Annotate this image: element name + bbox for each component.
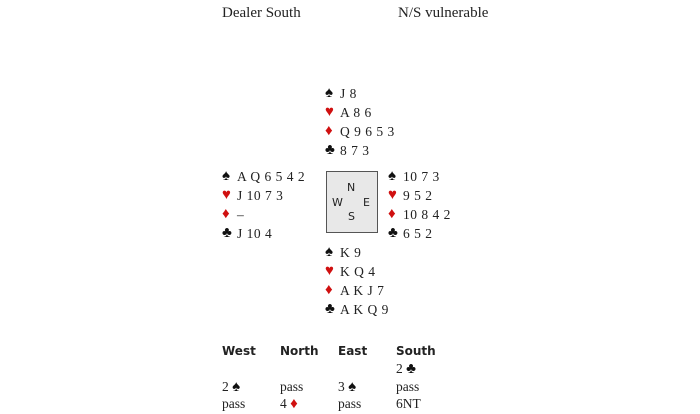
compass-north: N (347, 181, 356, 194)
cards: A K J 7 (340, 283, 385, 298)
cards: A K Q 9 (340, 302, 389, 317)
heart-icon: ♥ (325, 263, 334, 279)
east-hearts-holding: ♥ 9 5 2 (388, 186, 451, 205)
north-hearts-holding: ♥ A 8 6 (325, 103, 395, 122)
south-hand: ♠ K 9 ♥ K Q 4 ♦ A K J 7 ♣ A K Q 9 (325, 243, 389, 319)
heart-icon: ♥ (325, 104, 334, 120)
south-hearts-holding: ♥ K Q 4 (325, 262, 389, 281)
bid (280, 360, 338, 378)
bid-text: pass (396, 378, 420, 394)
auction-header-row: West North East South (222, 342, 454, 360)
bid-text: 2 (396, 361, 407, 376)
bid: 3 ♠ (338, 378, 396, 396)
auction-header-east: East (338, 344, 368, 358)
diamond-icon: ♦ (388, 206, 396, 222)
bid-text: 3 (338, 378, 349, 394)
heart-icon: ♥ (222, 187, 231, 203)
bid-suit-icon: ♠ (232, 378, 241, 395)
north-hand: ♠ J 8 ♥ A 8 6 ♦ Q 9 6 5 3 ♣ 8 7 3 (325, 84, 395, 160)
bid: pass (280, 378, 338, 396)
club-icon: ♣ (325, 301, 335, 317)
south-spades-holding: ♠ K 9 (325, 243, 389, 262)
dealer-label: Dealer South (222, 5, 301, 21)
cards: J 8 (340, 86, 357, 101)
bid-text: 4 (280, 396, 291, 411)
north-clubs-holding: ♣ 8 7 3 (325, 141, 395, 160)
bid: 4 ♦ (280, 395, 338, 413)
cards: A 8 6 (340, 105, 372, 120)
bid-text: pass (280, 378, 304, 394)
club-icon: ♣ (325, 142, 335, 158)
compass-box: N W E S (326, 171, 378, 233)
west-clubs-holding: ♣ J 10 4 (222, 224, 305, 243)
bid-text: pass (338, 396, 362, 411)
south-clubs-holding: ♣ A K Q 9 (325, 300, 389, 319)
club-icon: ♣ (388, 225, 398, 241)
west-hand: ♠ A Q 6 5 4 2 ♥ J 10 7 3 ♦–♣ J 10 4 (222, 167, 305, 243)
spade-icon: ♠ (222, 168, 230, 184)
east-spades-holding: ♠ 10 7 3 (388, 167, 451, 186)
club-icon: ♣ (222, 225, 232, 241)
auction-header-south: South (396, 344, 436, 358)
bid: 2 ♠ (222, 378, 280, 396)
west-hearts-holding: ♥ J 10 7 3 (222, 186, 305, 205)
bid-suit-icon: ♣ (406, 361, 416, 377)
heart-icon: ♥ (388, 187, 397, 203)
bid: pass (396, 378, 454, 396)
cards: 10 8 4 2 (403, 207, 451, 222)
north-spades-holding: ♠ J 8 (325, 84, 395, 103)
bid: pass (338, 395, 396, 413)
bid-text: pass (222, 396, 246, 411)
cards: J 10 4 (237, 226, 273, 241)
cards: – (237, 207, 245, 222)
diamond-icon: ♦ (325, 123, 333, 139)
auction-header-north: North (280, 344, 319, 358)
compass-east: E (363, 196, 370, 209)
cards: 6 5 2 (403, 226, 433, 241)
cards: K Q 4 (340, 264, 376, 279)
east-hand: ♠ 10 7 3 ♥ 9 5 2 ♦ 10 8 4 2 ♣ 6 5 2 (388, 167, 451, 243)
west-spades-holding: ♠ A Q 6 5 4 2 (222, 167, 305, 186)
auction-header-west: West (222, 344, 256, 358)
bid (338, 360, 396, 378)
diamond-icon: ♦ (325, 282, 333, 298)
cards: K 9 (340, 245, 362, 260)
cards: 8 7 3 (340, 143, 370, 158)
vulnerability-label: N/S vulnerable (398, 5, 489, 21)
east-clubs-holding: ♣ 6 5 2 (388, 224, 451, 243)
spade-icon: ♠ (388, 168, 396, 184)
diamond-icon: ♦ (222, 206, 230, 222)
east-diamonds-holding: ♦ 10 8 4 2 (388, 205, 451, 224)
bid: pass (222, 395, 280, 413)
bid (222, 360, 280, 378)
south-diamonds-holding: ♦ A K J 7 (325, 281, 389, 300)
bid-suit-icon: ♦ (290, 396, 298, 412)
cards: 10 7 3 (403, 169, 440, 184)
bid-suit-icon: ♠ (348, 378, 357, 395)
bid-text: 2 (222, 378, 233, 394)
cards: J 10 7 3 (237, 188, 284, 203)
auction-row: 2 ♣ (222, 360, 454, 378)
cards: Q 9 6 5 3 (340, 124, 395, 139)
bid: 6NT (396, 395, 454, 413)
spade-icon: ♠ (325, 85, 333, 101)
bid-text: 6NT (396, 396, 421, 411)
cards: 9 5 2 (403, 188, 433, 203)
bid: 2 ♣ (396, 360, 454, 378)
spade-icon: ♠ (325, 244, 333, 260)
compass-west: W (332, 196, 343, 209)
compass-south: S (348, 210, 355, 223)
cards: A Q 6 5 4 2 (237, 169, 306, 184)
north-diamonds-holding: ♦ Q 9 6 5 3 (325, 122, 395, 141)
west-diamonds-holding: ♦– (222, 205, 305, 224)
